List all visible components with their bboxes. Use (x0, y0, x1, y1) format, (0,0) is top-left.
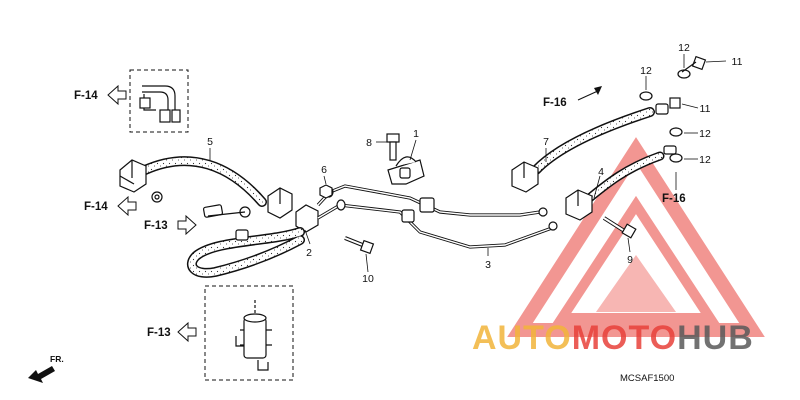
ref-f14-top-label: F-14 (74, 90, 98, 102)
ref-f16-top-label: F-16 (543, 97, 567, 109)
detail-box-bottom (204, 285, 294, 381)
part-8-bolt (386, 133, 400, 161)
part-10-bolt (344, 236, 375, 255)
part-6-nut (319, 184, 333, 199)
hollow-arrow-left-icon (117, 195, 137, 217)
pipe-3 (316, 184, 553, 249)
union-block-right-bottom (565, 189, 593, 221)
callout-5: 5 (207, 136, 213, 148)
detail-box-top-left (129, 69, 189, 133)
leader-lines (209, 54, 727, 273)
union-block-center (267, 187, 319, 233)
callout-9: 9 (627, 254, 633, 266)
hose-end-fitting (202, 204, 251, 241)
union-block-left (119, 159, 163, 203)
callout-11-mid: 11 (700, 103, 711, 115)
callout-10: 10 (362, 273, 374, 285)
watermark-part-hub: HUB (677, 319, 754, 357)
hollow-arrow-left-icon (107, 84, 127, 106)
banjo-fittings-right (639, 55, 707, 163)
union-block-right-top (511, 161, 539, 193)
watermark-part-auto: AUTO (472, 319, 572, 357)
front-label: FR. (50, 354, 64, 364)
callout-4: 4 (598, 166, 604, 178)
ref-f14-mid-label: F-14 (84, 201, 108, 213)
callout-12-mid: 12 (699, 128, 711, 140)
callouts: 1 2 3 4 5 6 7 8 9 10 11 11 12 12 12 12 (207, 42, 743, 285)
callout-3: 3 (485, 259, 491, 271)
front-direction-indicator: FR. (28, 354, 64, 383)
hollow-arrow-left-icon (177, 321, 197, 343)
hose-5 (140, 156, 267, 207)
reference-f14-top: F-14 (74, 84, 127, 106)
callout-7: 7 (543, 136, 549, 148)
front-arrow-icon (28, 366, 55, 383)
reference-f13-bottom: F-13 (147, 321, 197, 343)
watermark-part-moto: MOTO (572, 319, 677, 357)
hose-lower (186, 227, 305, 278)
watermark-text: AUTOMOTOHUB (472, 319, 754, 357)
ref-f16-right-label: F-16 (662, 193, 686, 205)
ref-f13-bottom-label: F-13 (147, 327, 171, 339)
part-9-bolt (602, 216, 637, 239)
callout-8: 8 (366, 137, 372, 149)
callout-12-left: 12 (640, 65, 652, 77)
watermark-triangle (507, 137, 765, 337)
reference-f13-mid: F-13 (144, 214, 197, 236)
reference-f16-right: F-16 (662, 193, 686, 205)
reference-f16-top: F-16 (543, 86, 602, 109)
hose-7 (531, 107, 655, 175)
callout-6: 6 (321, 164, 327, 176)
callout-2: 2 (306, 247, 312, 259)
part-1-clamp (387, 156, 425, 185)
bracket-detail-bottom (235, 300, 272, 371)
diagram-code: MCSAF1500 (620, 373, 674, 384)
callout-1: 1 (413, 128, 419, 140)
fitting-detail-top-left (139, 85, 181, 123)
svg-text:AUTOMOTOHUB: AUTOMOTOHUB (472, 319, 754, 357)
reference-f14-mid: F-14 (84, 195, 137, 217)
arrow-head-icon (594, 86, 602, 95)
callout-11-top: 11 (732, 56, 743, 68)
callout-12-top: 12 (678, 42, 690, 54)
ref-f13-mid-label: F-13 (144, 220, 168, 232)
callout-12-bottom: 12 (699, 154, 711, 166)
hollow-arrow-right-icon (177, 214, 197, 236)
